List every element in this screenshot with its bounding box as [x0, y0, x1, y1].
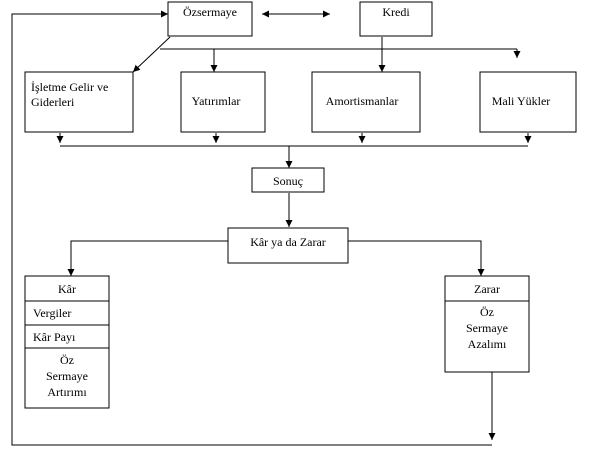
node-artirimi-line-3: Artırımı	[47, 385, 87, 399]
node-kredi-label: Kredi	[382, 5, 410, 19]
node-kredi: Kredi	[359, 1, 433, 37]
to-kar-arrow	[67, 240, 228, 276]
node-amortismanlar: Amortismanlar	[311, 71, 421, 133]
node-amortismanlar-label: Amortismanlar	[326, 94, 399, 108]
node-azalimi-line-1: Öz	[480, 305, 494, 319]
node-zarar-label: Zarar	[474, 282, 500, 296]
node-zarar: Zarar Öz Sermaye Azalımı	[444, 275, 530, 373]
to-zarar-arrow	[348, 240, 485, 276]
node-kar-zarar: Kâr ya da Zarar	[227, 227, 349, 264]
node-isletme: İşletme Gelir ve Giderleri	[24, 71, 134, 133]
node-yatirimlar-label: Yatırımlar	[192, 94, 241, 108]
node-kar: Kâr Vergiler Kâr Payı Öz Sermaye Artırım…	[24, 275, 110, 409]
node-azalimi-line-3: Azalımı	[468, 337, 507, 351]
node-artirimi-line-1: Öz	[60, 353, 74, 367]
node-sonuc: Sonuç	[251, 167, 325, 193]
node-yatirimlar: Yatırımlar	[180, 71, 266, 133]
node-mali-yukler-label: Mali Yükler	[492, 94, 551, 108]
node-ozsermaye: Özsermaye	[167, 1, 253, 37]
node-isletme-label-2: Giderleri	[31, 95, 75, 109]
ozsermaye-to-isletme-arrow	[132, 36, 171, 73]
node-artirimi-line-2: Sermaye	[46, 369, 88, 383]
node-sonuc-label: Sonuç	[273, 174, 303, 188]
node-vergiler-label: Vergiler	[33, 306, 71, 320]
node-mali-yukler: Mali Yükler	[479, 71, 577, 133]
feedback-loop-arrow	[11, 10, 492, 446]
node-isletme-label-1: İşletme Gelir ve	[31, 80, 108, 94]
node-ozsermaye-label: Özsermaye	[183, 5, 237, 19]
node-kar-label: Kâr	[58, 282, 76, 296]
node-kar-payi-label: Kâr Payı	[33, 330, 76, 344]
node-azalimi-line-2: Sermaye	[466, 321, 508, 335]
node-kar-zarar-label: Kâr ya da Zarar	[250, 235, 326, 249]
